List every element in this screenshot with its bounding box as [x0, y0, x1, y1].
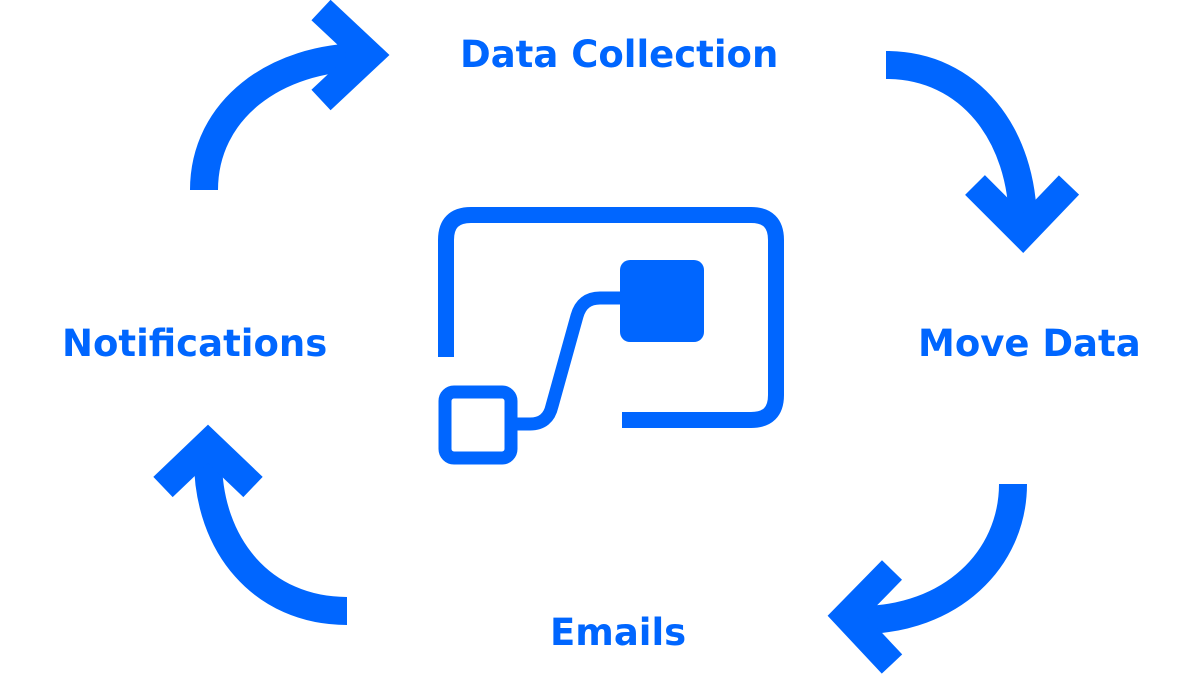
flow-automation-icon: [438, 207, 784, 465]
stage-label-notifications: Notifications: [62, 322, 328, 365]
arrow-data-collection-to-move-data-icon: [885, 51, 1080, 254]
stage-label-emails: Emails: [550, 611, 687, 654]
stage-label-move-data: Move Data: [918, 322, 1141, 365]
stage-label-data-collection: Data Collection: [460, 33, 779, 76]
arrow-notifications-to-data-collection-icon: [190, 0, 390, 191]
arrow-emails-to-notifications-icon: [153, 424, 348, 625]
arrow-move-data-to-emails-icon: [827, 483, 1027, 674]
